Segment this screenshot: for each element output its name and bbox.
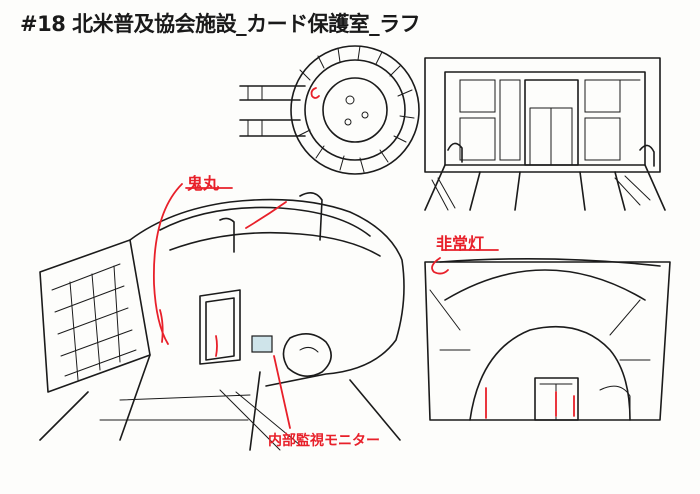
- note-emergency-light-label: 非常灯: [436, 234, 485, 253]
- elevation-sketch: [424, 57, 666, 211]
- sheet-title: #18 北米普及協会施設_カード保護室_ラフ: [20, 12, 421, 36]
- note-onimaru-label: 鬼丸: [187, 174, 220, 193]
- note-monitor-label: 内部監視モニター: [268, 433, 380, 449]
- isometric-room-sketch: [39, 183, 405, 451]
- corridor-sketch: [424, 249, 671, 421]
- plan-view-sketch: [239, 45, 420, 175]
